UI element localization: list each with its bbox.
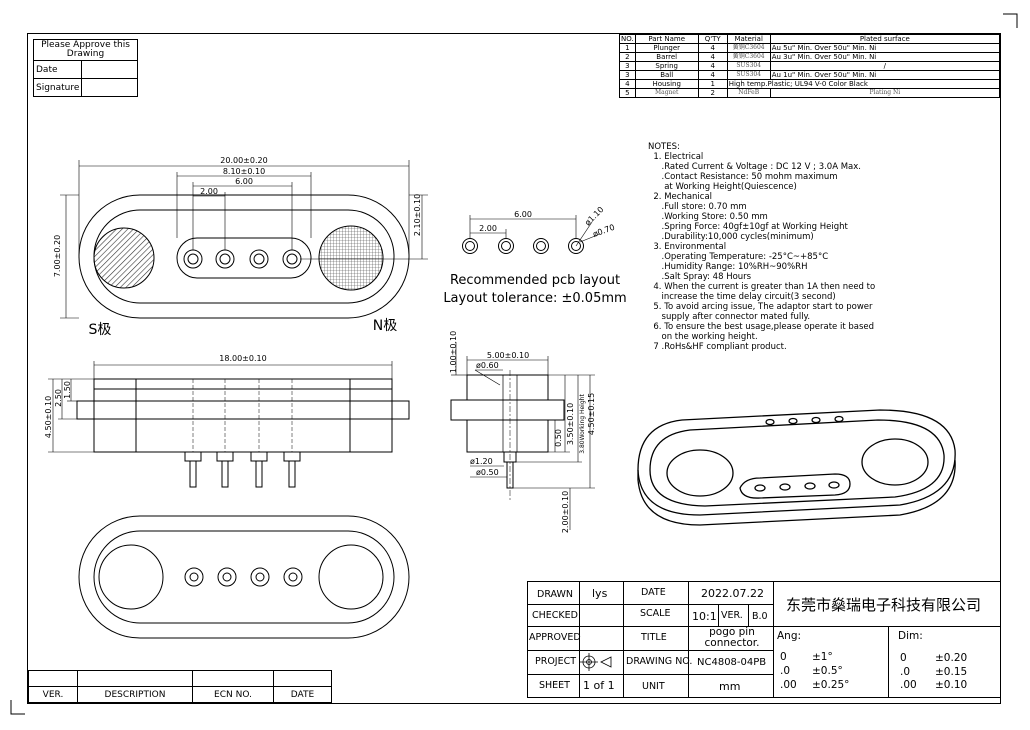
- n-pole-label: N极: [373, 318, 397, 334]
- tb-dim-1-val: ±0.15: [935, 666, 968, 678]
- tb-project-label: PROJECT: [535, 656, 577, 667]
- dim-pin-span: 8.10±0.10: [223, 167, 265, 176]
- dim-overall: 20.00±0.20: [220, 156, 267, 165]
- tb-dim-0-key: 0: [900, 652, 907, 664]
- pcb-dim-span: 6.00: [514, 210, 532, 219]
- side-pins: [184, 451, 301, 488]
- tb-ang-0-val: ±1°: [812, 651, 833, 663]
- tb-drawing-no: NC4808-04PB: [697, 657, 767, 668]
- side-dim-width: 18.00±0.10: [219, 354, 266, 363]
- tb-ver-label: VER.: [721, 610, 743, 621]
- sec-dim-full: 4.50±0.15: [587, 393, 596, 435]
- bottom-view: [78, 515, 410, 639]
- tb-company: 东莞市燊瑞电子科技有限公司: [786, 596, 982, 614]
- tb-checked-label: CHECKED: [532, 610, 578, 621]
- tb-dim-label: Dim:: [898, 630, 923, 642]
- dim-height: 7.00±0.20: [53, 235, 62, 277]
- approval-signature-field[interactable]: [81, 78, 138, 97]
- notes-block: NOTES: 1. Electrical .Rated Current & Vo…: [648, 142, 875, 352]
- tb-drawn: lys: [592, 587, 608, 600]
- tb-ang-label: Ang:: [777, 630, 802, 642]
- sec-dim-hole: ø0.60: [476, 361, 499, 370]
- tb-sheet-label: SHEET: [539, 680, 570, 691]
- tb-scale: 10:1: [692, 610, 717, 623]
- drawing-frame: [27, 33, 1001, 704]
- tb-unit: mm: [719, 680, 741, 693]
- tb-approved-label: APPROVED: [529, 632, 581, 643]
- projection-symbol-icon: [580, 653, 612, 671]
- tb-dim-0-val: ±0.20: [935, 652, 968, 664]
- n-magnet: [318, 225, 384, 291]
- tb-dim-1-key: .0: [900, 666, 911, 678]
- tb-dim-2-val: ±0.10: [935, 679, 968, 691]
- pcb-caption-2: Layout tolerance: ±0.05mm: [443, 291, 626, 306]
- tb-scale-label: SCALE: [640, 608, 671, 619]
- rev-header-description: DESCRIPTION: [77, 686, 193, 703]
- approval-box: Please Approve this Drawing Date Signatu…: [32, 39, 138, 97]
- sec-dim-top: 1.00±0.10: [449, 331, 458, 373]
- dim-offset: 2.10±0.10: [413, 194, 422, 236]
- side-dim-total-h: 4.50±0.10: [44, 396, 53, 438]
- rev-header-date: DATE: [273, 686, 332, 703]
- top-pins: [183, 249, 302, 269]
- tb-ang-1-key: .0: [780, 665, 791, 677]
- sec-dim-gap: 0.50: [554, 429, 563, 447]
- tb-date: 2022.07.22: [701, 587, 764, 600]
- bom-cell: Plating Ni: [769, 88, 1001, 98]
- tb-dim-2-key: .00: [900, 679, 917, 691]
- tb-date-label: DATE: [641, 587, 666, 598]
- top-dims: [60, 160, 428, 319]
- tb-title: pogo pin connector.: [704, 626, 760, 649]
- isometric-view: [637, 409, 956, 526]
- s-magnet: [93, 227, 155, 289]
- approval-signature-label: Signature: [32, 78, 83, 97]
- section-view: [450, 342, 595, 530]
- tb-sheet: 1 of 1: [583, 679, 615, 692]
- tb-ang-2-key: .00: [780, 679, 797, 691]
- dim-pitch-span: 6.00: [235, 177, 253, 186]
- sec-dim-spring: 3.50±0.10: [566, 403, 575, 445]
- tb-drawing-no-label: DRAWING NO.: [626, 656, 693, 667]
- tb-ang-2-val: ±0.25°: [812, 679, 850, 691]
- pcb-caption-1: Recommended pcb layout: [450, 273, 620, 288]
- s-pole-label: S极: [89, 322, 112, 338]
- top-view: [60, 160, 428, 319]
- dim-pitch: 2.00: [200, 187, 218, 196]
- side-view: [48, 361, 410, 488]
- pcb-dim-pitch: 2.00: [479, 224, 497, 233]
- sec-dim-tip: ø0.50: [476, 468, 499, 477]
- pcb-layout: [462, 215, 601, 254]
- pin-slot: [176, 237, 312, 279]
- pcb-dim-outer: ø1.10: [583, 205, 605, 227]
- tb-drawn-label: DRAWN: [537, 589, 574, 600]
- tb-ang-1-val: ±0.5°: [812, 665, 843, 677]
- side-dim-flange: 1.50: [63, 381, 72, 399]
- notes-text: 1. Electrical .Rated Current & Voltage :…: [653, 152, 876, 352]
- notes-title: NOTES:: [648, 142, 680, 152]
- tb-ver: B.0: [752, 611, 768, 622]
- rev-header-ecn: ECN NO.: [192, 686, 274, 703]
- sec-dim-tail: 2.00±0.10: [561, 491, 570, 533]
- tb-title-label: TITLE: [641, 632, 667, 643]
- sec-dim-work: 3.80Working Height: [579, 394, 586, 454]
- revision-table: VER. DESCRIPTION ECN NO. DATE: [28, 670, 332, 703]
- pcb-dim-inner: ø0.70: [592, 223, 616, 239]
- tb-unit-label: UNIT: [642, 681, 665, 692]
- side-dim-body: 2.50: [54, 389, 63, 407]
- sec-dim-pin: ø1.20: [470, 457, 493, 466]
- sec-dim-width: 5.00±0.10: [487, 351, 529, 360]
- tb-ang-0-key: 0: [780, 651, 787, 663]
- rev-header-ver: VER.: [28, 686, 78, 703]
- bom-table: NO. Part Name Q'TY Material Plated surfa…: [619, 34, 1001, 98]
